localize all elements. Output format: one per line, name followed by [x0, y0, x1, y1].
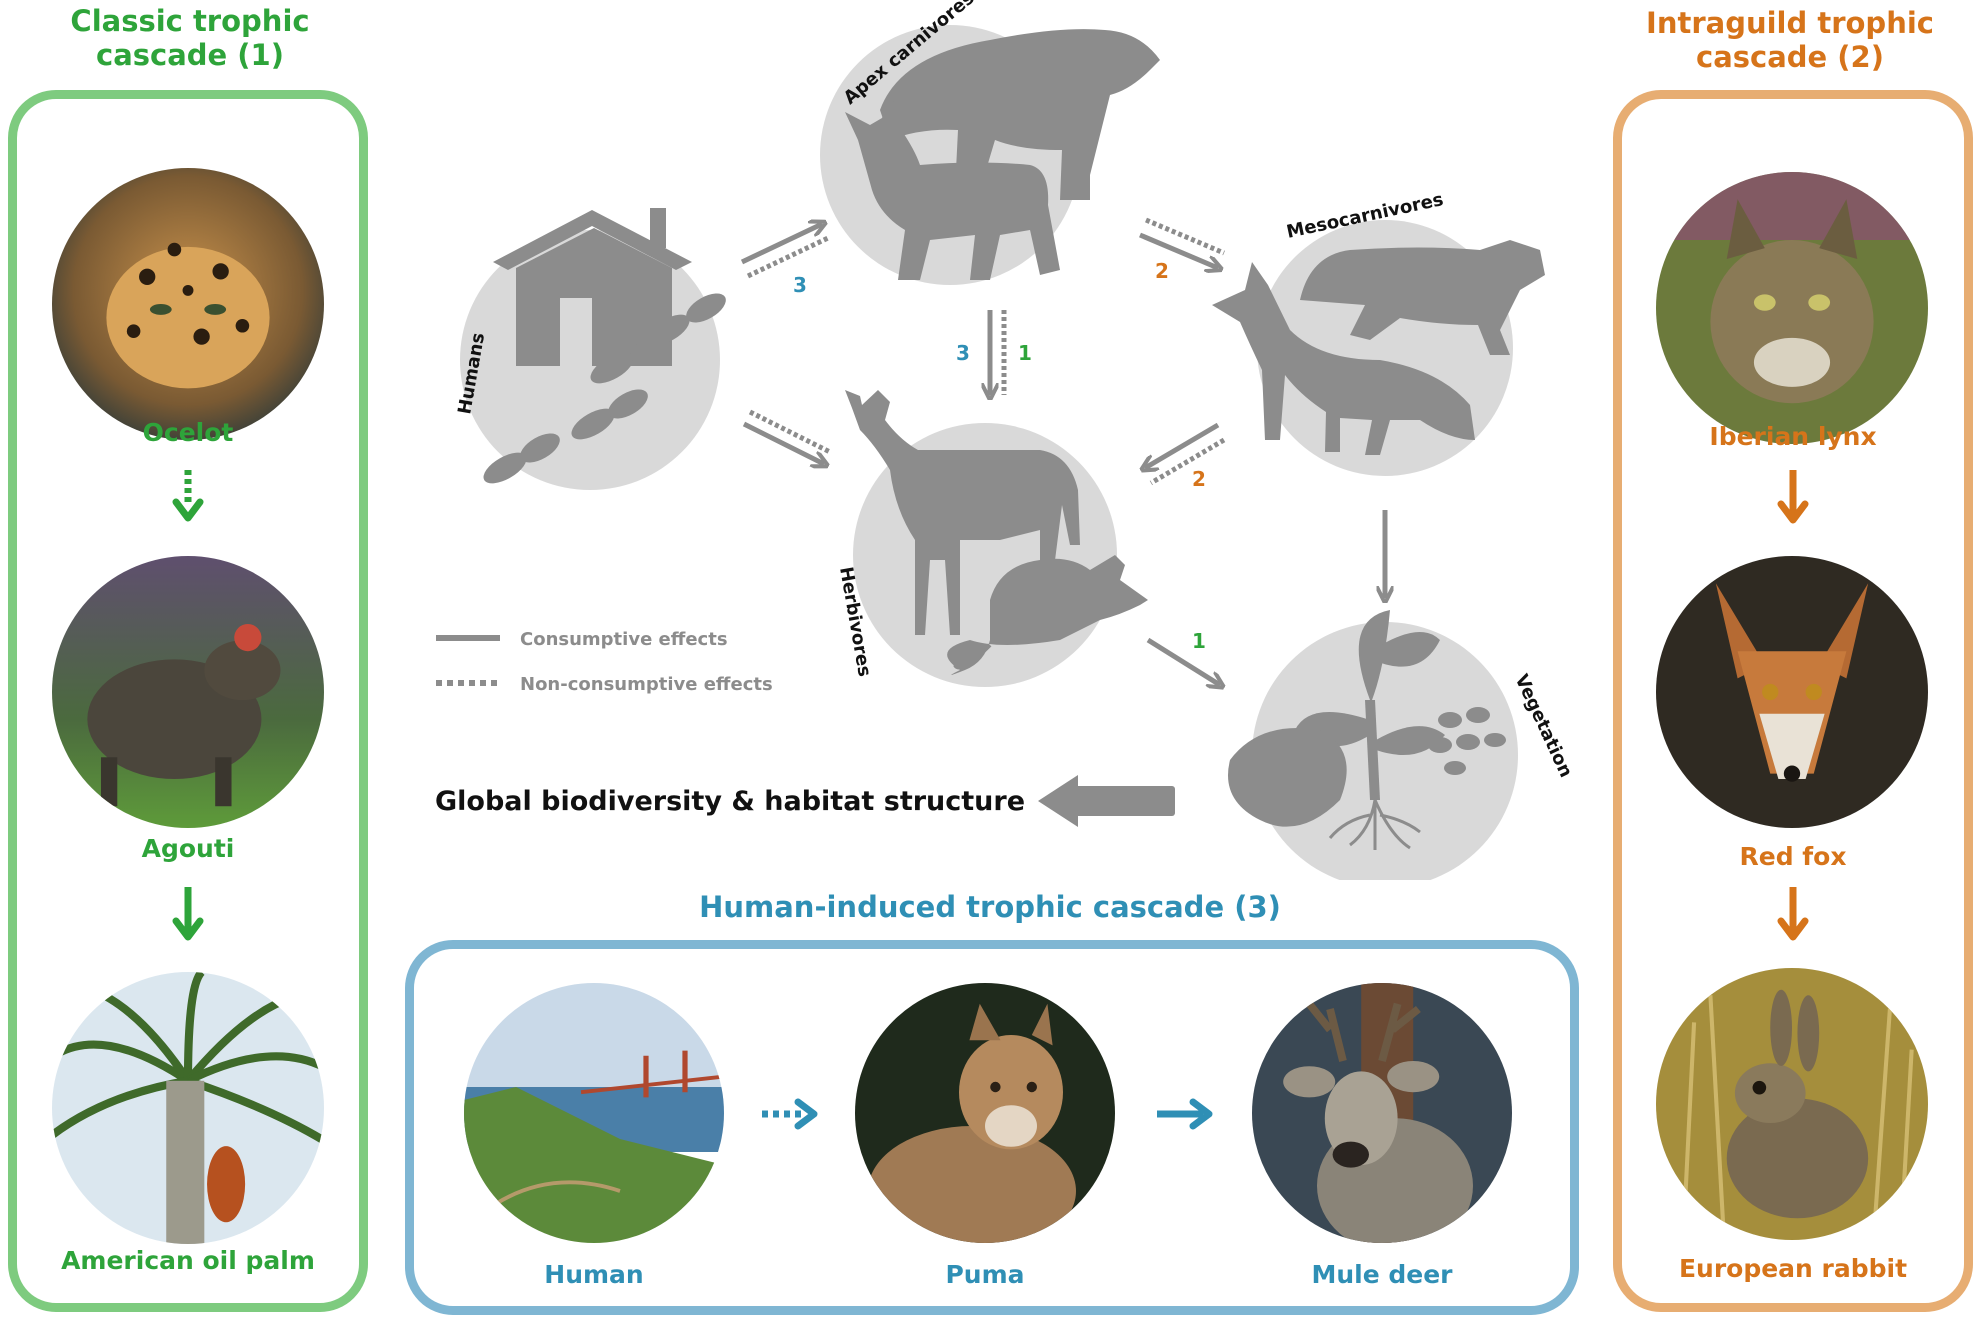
oil-palm-image — [52, 972, 324, 1244]
seeds-icon — [1428, 707, 1506, 775]
classic-title-line2: cascade (1) — [96, 38, 284, 72]
arrow-meso-to-herbivores — [1145, 422, 1226, 486]
red-fox-image — [1656, 556, 1928, 828]
food-web-diagram: Apex carnivores Mesocarnivores Humans He… — [435, 0, 1576, 880]
agouti-label: Agouti — [141, 834, 235, 863]
red-fox-photo — [1656, 556, 1928, 828]
puma-label: Puma — [945, 1260, 1025, 1289]
ocelot-label: Ocelot — [142, 418, 234, 447]
human-induced-arrow-dotted — [762, 1098, 818, 1130]
outcome-arrow — [1038, 775, 1175, 827]
european-rabbit-label: European rabbit — [1678, 1254, 1908, 1283]
num-apex-herb-b: 1 — [1018, 341, 1032, 365]
arrow-apex-to-herbivores — [990, 310, 1007, 395]
red-fox-label: Red fox — [1739, 842, 1847, 871]
roots-icon — [1328, 799, 1421, 850]
classic-title-line1: Classic trophic — [70, 4, 310, 38]
human-landscape-image — [464, 983, 724, 1243]
deer-icon — [845, 390, 1080, 635]
plant-icon — [1228, 610, 1445, 827]
arrow-herbivores-to-vegetation — [1146, 637, 1220, 685]
european-rabbit-photo — [1656, 968, 1928, 1240]
mule-deer-photo — [1252, 983, 1512, 1243]
bear-icon — [880, 29, 1160, 200]
footprints-icon — [483, 293, 726, 484]
intraguild-title-line1: Intraguild trophic — [1646, 6, 1934, 40]
num-apex-herb-a: 3 — [956, 341, 970, 365]
puma-photo — [855, 983, 1115, 1243]
arrow-humans-to-herbivores — [742, 409, 832, 464]
human-induced-panel-frame — [405, 940, 1579, 1315]
puma-image — [855, 983, 1115, 1243]
ocelot-photo — [52, 168, 324, 440]
agouti-image — [52, 556, 324, 828]
arrow-humans-to-apex — [740, 224, 830, 279]
classic-arrow-dotted — [172, 470, 204, 522]
intraguild-panel-frame — [1613, 90, 1973, 1312]
human-photo — [464, 983, 724, 1243]
intraguild-panel-title: Intraguild trophic cascade (2) — [1630, 6, 1950, 74]
classic-panel-title: Classic trophic cascade (1) — [40, 4, 340, 72]
mule-deer-image — [1252, 983, 1512, 1243]
iberian-lynx-label: Iberian lynx — [1709, 422, 1877, 451]
human-induced-title: Human-induced trophic cascade (3) — [699, 890, 1281, 924]
agouti-photo — [52, 556, 324, 828]
mesocarnivore-cat-icon — [1300, 240, 1545, 355]
oil-palm-label: American oil palm — [61, 1246, 315, 1275]
human-induced-arrow-solid — [1157, 1098, 1213, 1130]
ocelot-image — [52, 168, 324, 440]
lynx-icon — [845, 95, 1060, 280]
human-label: Human — [544, 1260, 644, 1289]
num-apex-meso: 2 — [1155, 259, 1169, 283]
classic-panel-frame — [8, 90, 368, 1312]
oil-palm-photo — [52, 972, 324, 1244]
fox-icon — [1212, 262, 1475, 455]
european-rabbit-image — [1656, 968, 1928, 1240]
iberian-lynx-image — [1656, 172, 1928, 444]
iberian-lynx-photo — [1656, 172, 1928, 444]
vegetation-label: Vegetation — [1510, 671, 1576, 780]
arrow-apex-to-meso — [1139, 217, 1225, 268]
mule-deer-label: Mule deer — [1311, 1260, 1453, 1289]
intraguild-arrow-1 — [1777, 470, 1809, 524]
classic-arrow-solid — [172, 887, 204, 941]
outcome-label: Global biodiversity & habitat structure — [435, 786, 1025, 817]
rat-icon — [947, 555, 1148, 675]
num-meso-herb: 2 — [1192, 467, 1206, 491]
legend-consumptive-label: Consumptive effects — [520, 629, 728, 650]
house-icon — [493, 208, 692, 366]
legend-non-consumptive-label: Non-consumptive effects — [520, 674, 773, 695]
num-humans-apex: 3 — [793, 273, 807, 297]
num-herb-veg: 1 — [1192, 629, 1206, 653]
intraguild-arrow-2 — [1777, 887, 1809, 941]
intraguild-title-line2: cascade (2) — [1696, 40, 1884, 74]
